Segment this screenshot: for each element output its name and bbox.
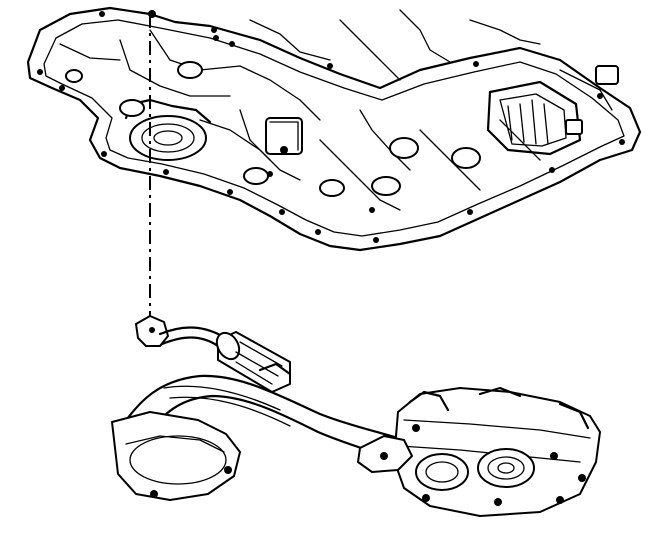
engine-block-underside xyxy=(26,6,642,252)
pump-gear-bores xyxy=(415,448,535,491)
pickup-base xyxy=(111,411,241,501)
pickup-tube xyxy=(158,326,224,338)
oil-pump-body xyxy=(393,386,601,517)
pickup-screen xyxy=(215,331,292,393)
oil-pump-assembly xyxy=(111,374,601,517)
pump-bolts xyxy=(412,424,586,506)
block-fasteners xyxy=(148,10,375,213)
sump-pocket xyxy=(486,65,619,156)
gasket-flange-inner xyxy=(43,19,625,237)
gasket-flange-outline xyxy=(26,6,642,252)
pickup-tube-assembly xyxy=(135,315,292,393)
pump-pickup-arm-outer xyxy=(120,374,406,442)
pump-mount-boss xyxy=(265,117,303,155)
arm-flange xyxy=(357,435,413,473)
flange-bolt-holes xyxy=(37,11,625,243)
main-cap-bosses xyxy=(65,61,481,197)
